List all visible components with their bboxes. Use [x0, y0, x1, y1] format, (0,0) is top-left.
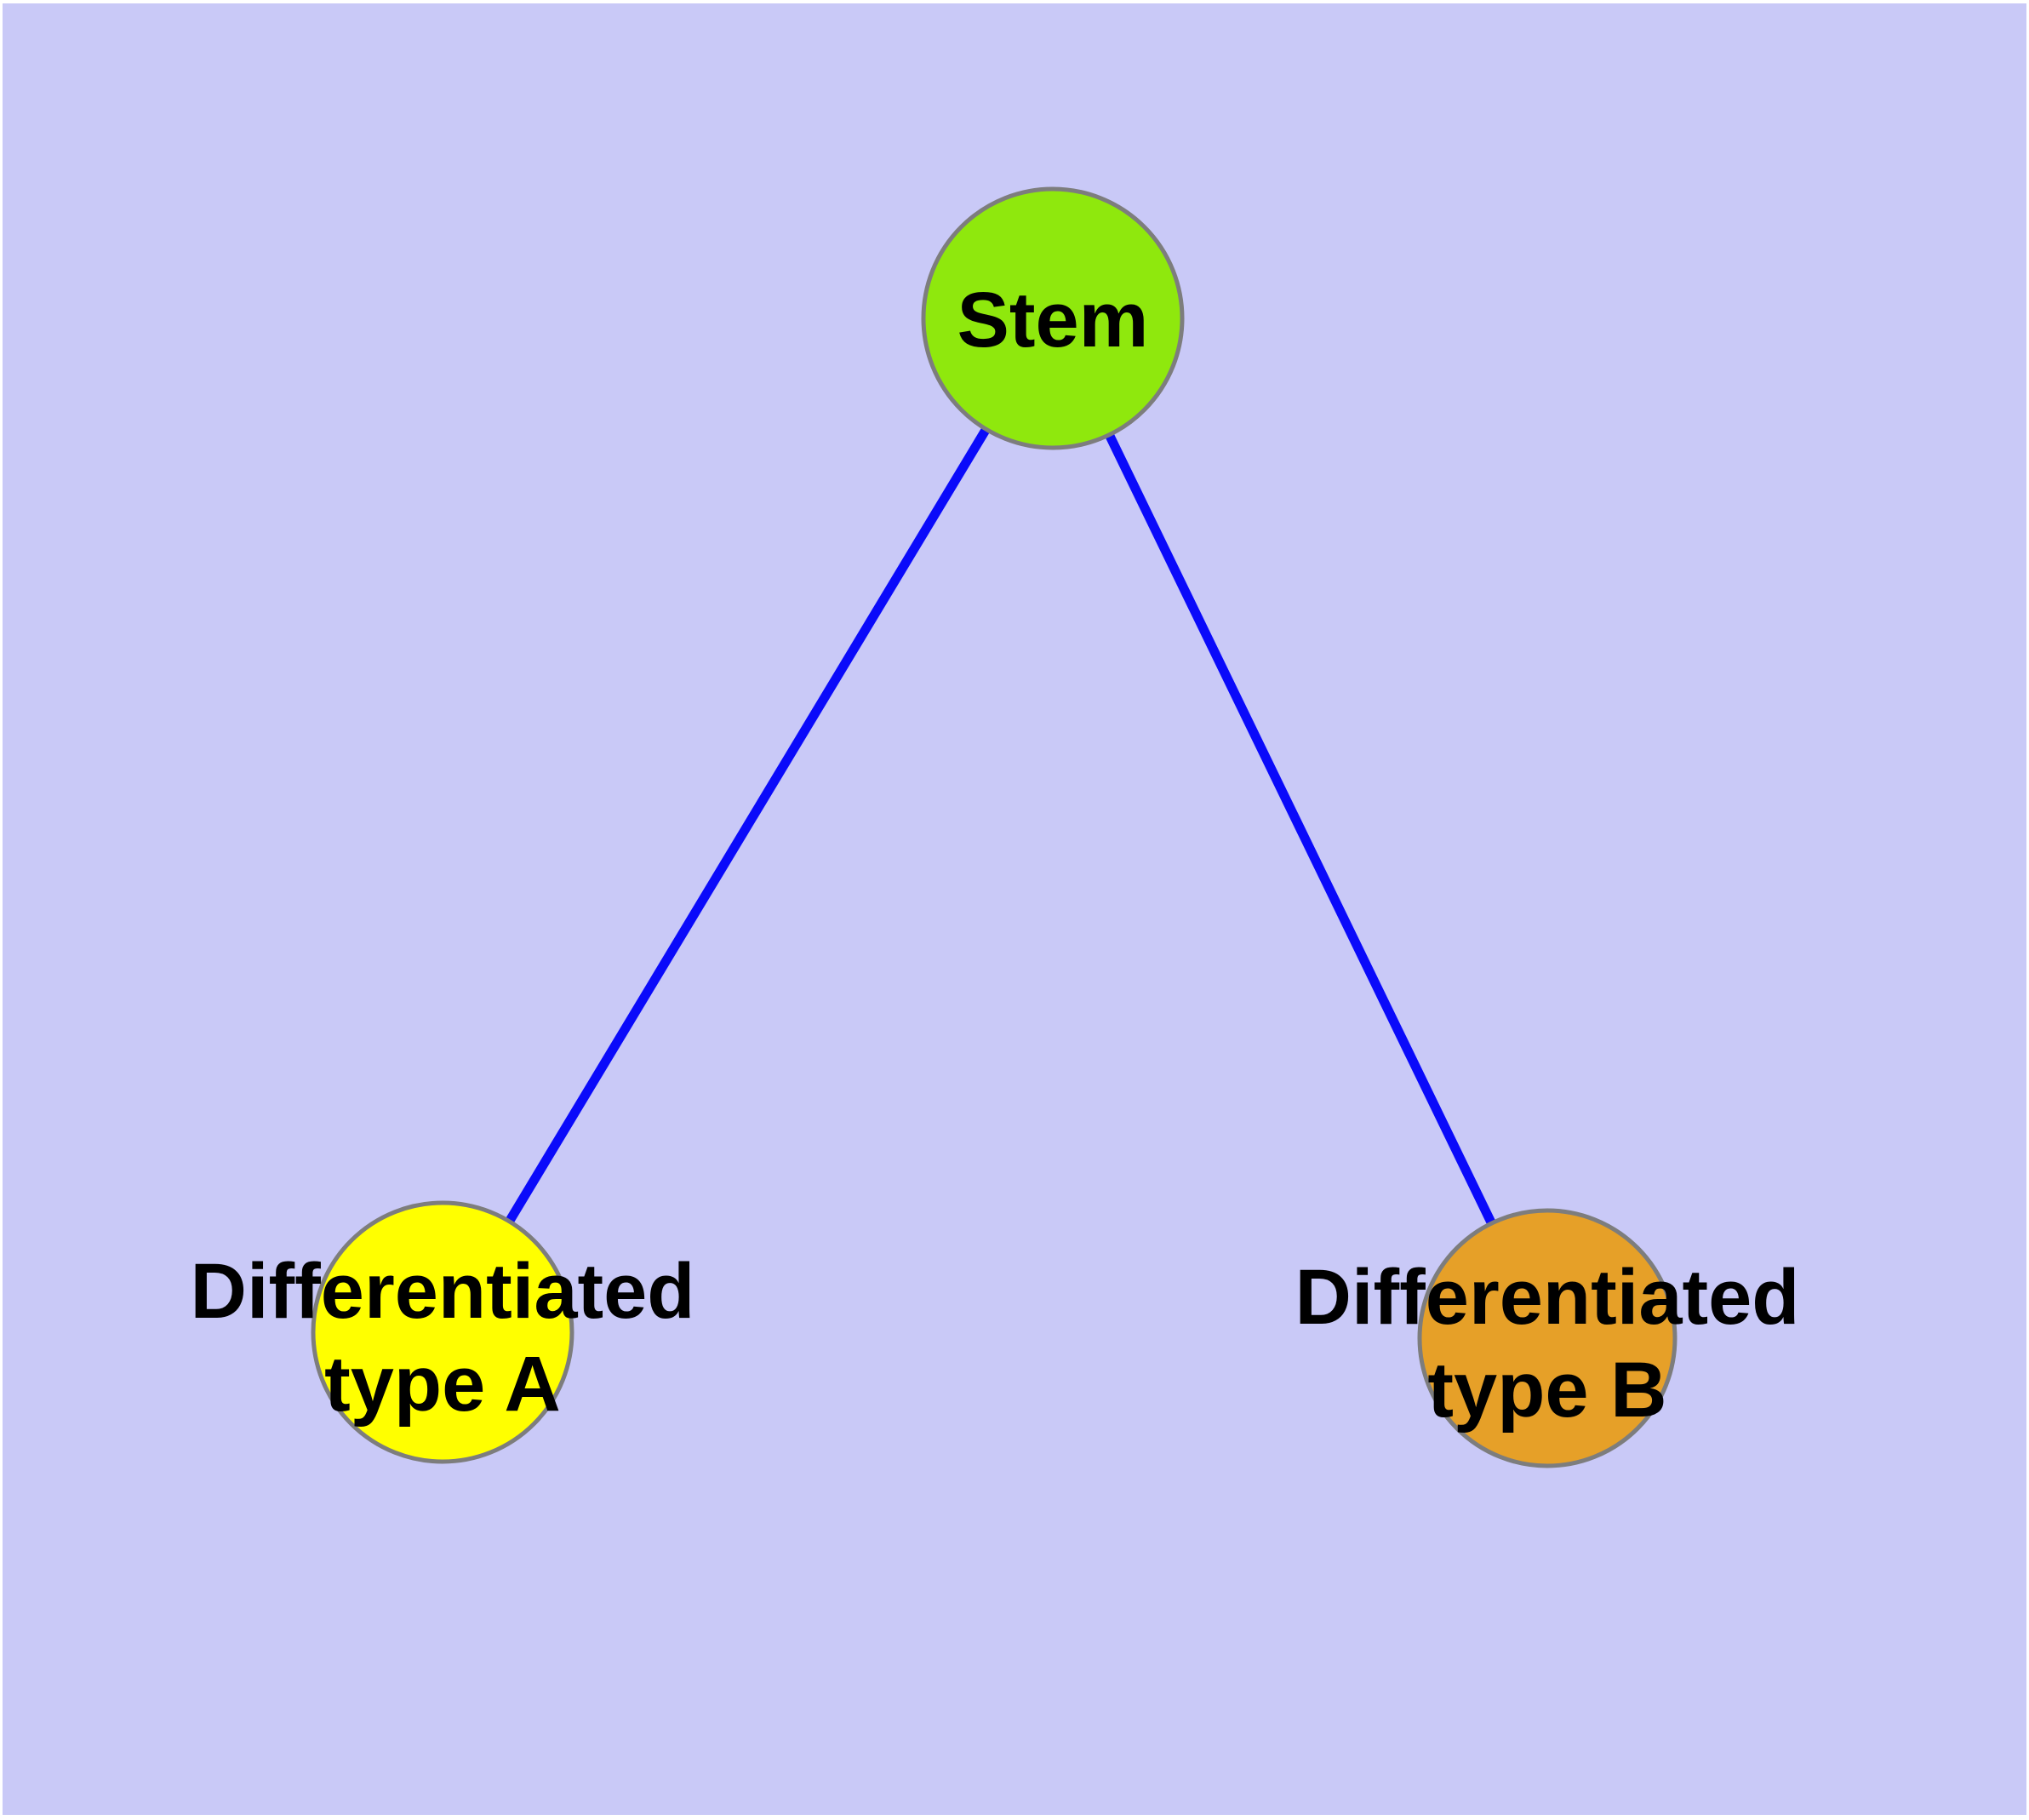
- node-type-a-label-line1: Differentiated: [191, 1248, 695, 1335]
- edge-stem-to-type-a: [438, 316, 1057, 1335]
- node-type-a-label-line2: type A: [324, 1341, 561, 1428]
- edge-stem-to-type-b: [1049, 316, 1552, 1341]
- node-stem-label: Stem: [957, 277, 1149, 363]
- node-type-a-circle: [311, 1200, 574, 1464]
- node-type-b-label-line2: type B: [1427, 1347, 1666, 1434]
- node-type-b-circle: [1417, 1208, 1677, 1468]
- node-type-b-label-line1: Differentiated: [1295, 1254, 1800, 1341]
- node-stem-circle: [921, 186, 1185, 450]
